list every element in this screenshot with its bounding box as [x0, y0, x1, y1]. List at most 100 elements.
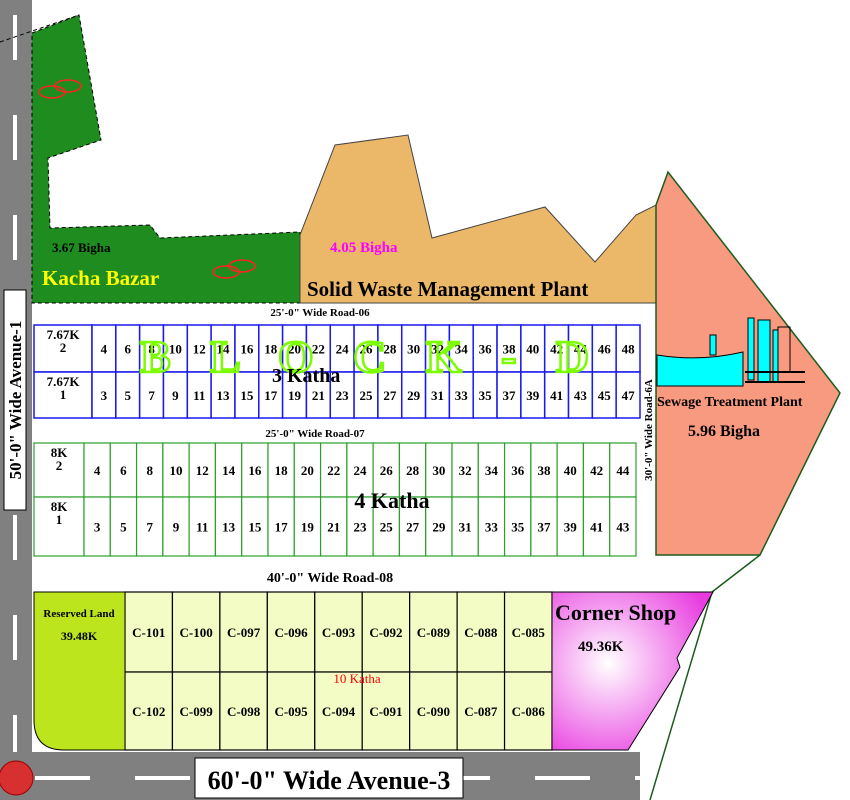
plot[interactable]	[266, 671, 316, 751]
block-d-plot-size: 3 Katha	[272, 365, 340, 387]
plot-number: 45	[598, 388, 612, 403]
plot-number: C-098	[227, 704, 261, 719]
plot[interactable]	[33, 371, 93, 419]
plot[interactable]	[267, 442, 295, 498]
plot[interactable]	[456, 671, 506, 751]
plot[interactable]	[346, 496, 374, 557]
plot-number: C-100	[180, 625, 213, 640]
plot[interactable]	[582, 442, 611, 498]
plot[interactable]	[398, 496, 427, 557]
plot[interactable]	[162, 442, 190, 498]
plot[interactable]	[124, 671, 174, 751]
plot-number: 1	[56, 512, 63, 527]
plot[interactable]	[319, 442, 348, 498]
plot[interactable]	[293, 496, 322, 557]
plot[interactable]	[609, 496, 637, 557]
plot-number: 34	[485, 463, 499, 478]
plot[interactable]	[162, 496, 190, 557]
plot[interactable]	[398, 442, 427, 498]
plot-number: 23	[336, 388, 350, 403]
plot[interactable]	[409, 671, 458, 751]
plot[interactable]	[609, 442, 637, 498]
plot-number: 25	[360, 388, 374, 403]
solid-waste-label: Solid Waste Management Plant	[307, 277, 588, 301]
plot-number: C-095	[274, 704, 308, 719]
plot-number: 41	[590, 520, 603, 535]
plot-number: 4	[101, 342, 108, 357]
road-07-label: 25'-0" Wide Road-07	[265, 428, 365, 440]
plot[interactable]	[109, 442, 138, 498]
plot[interactable]	[451, 496, 479, 557]
plot[interactable]	[556, 496, 585, 557]
plot-number: 35	[511, 520, 525, 535]
plot[interactable]	[266, 591, 316, 673]
plot[interactable]	[503, 671, 553, 751]
plot[interactable]	[451, 442, 479, 498]
plot[interactable]	[124, 591, 174, 673]
plot-number: 42	[550, 342, 563, 357]
plot-number: 28	[406, 463, 420, 478]
plot[interactable]	[615, 371, 641, 419]
plot[interactable]	[503, 442, 532, 498]
plot[interactable]	[456, 591, 506, 673]
plot[interactable]	[582, 496, 611, 557]
plot-number: 15	[240, 388, 254, 403]
plot[interactable]	[425, 496, 453, 557]
plot[interactable]	[135, 496, 164, 557]
plot[interactable]	[214, 442, 243, 498]
plot[interactable]	[319, 496, 348, 557]
plot[interactable]	[171, 591, 221, 673]
fish-icon	[38, 79, 256, 279]
plot-number: C-099	[180, 704, 214, 719]
plot[interactable]	[241, 442, 269, 498]
plot-number: 48	[622, 342, 636, 357]
plot[interactable]	[188, 442, 217, 498]
plot[interactable]	[219, 671, 268, 751]
plot[interactable]	[477, 496, 506, 557]
plot[interactable]	[219, 591, 268, 673]
plot[interactable]	[361, 671, 411, 751]
road-06-label: 25'-0" Wide Road-06	[270, 307, 370, 319]
plot[interactable]	[33, 324, 93, 373]
plot-number: C-091	[369, 704, 402, 719]
plot[interactable]	[83, 442, 111, 498]
plot[interactable]	[83, 496, 111, 557]
plot-number: C-102	[132, 704, 165, 719]
plot[interactable]	[372, 442, 401, 498]
plot-number: 38	[538, 463, 552, 478]
plot-number: C-094	[322, 704, 356, 719]
block-4k-plot-size: 4 Katha	[354, 488, 429, 513]
plot-number: C-093	[322, 625, 356, 640]
plot-number: 30	[407, 342, 420, 357]
plot-number: 31	[459, 520, 472, 535]
plot-number: 37	[538, 520, 552, 535]
plot-number: 14	[217, 342, 231, 357]
plot[interactable]	[188, 496, 217, 557]
plot-number: 14	[222, 463, 236, 478]
plot-number: 9	[172, 388, 179, 403]
plot[interactable]	[409, 591, 458, 673]
plot-number: 18	[275, 463, 289, 478]
plot-number: C-092	[369, 625, 402, 640]
plot-number: 24	[336, 342, 350, 357]
plot[interactable]	[135, 442, 164, 498]
plot[interactable]	[314, 671, 363, 751]
plot-number: 22	[327, 463, 340, 478]
reserved-land-size: 39.48K	[61, 629, 98, 643]
plot[interactable]	[361, 591, 411, 673]
plot-number: 21	[327, 520, 340, 535]
plot-number: C-086	[512, 704, 546, 719]
plot-number: 44	[616, 463, 630, 478]
plot-number: 19	[301, 520, 315, 535]
plot-number: 32	[459, 463, 472, 478]
plot[interactable]	[503, 591, 553, 673]
plot[interactable]	[530, 496, 558, 557]
plot-number: 44	[574, 342, 588, 357]
plot[interactable]	[503, 496, 532, 557]
plot[interactable]	[346, 442, 374, 498]
plot-number: 32	[431, 342, 444, 357]
plot[interactable]	[314, 591, 363, 673]
plot-number: 35	[479, 388, 493, 403]
plot-number: 6	[120, 463, 127, 478]
